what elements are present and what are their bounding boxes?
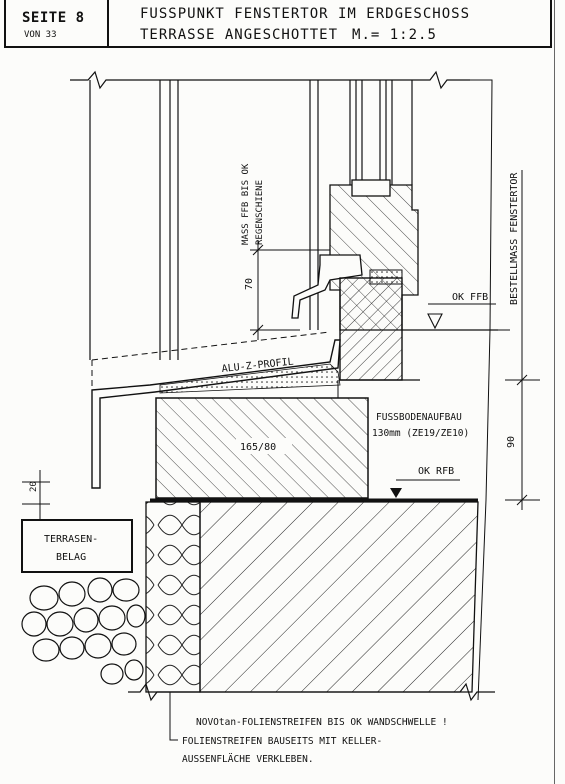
drawing-title: FUSSPUNKT FENSTERTOR IM ERDGESCHOSS	[140, 6, 471, 22]
ok-rfb-marker	[390, 488, 402, 498]
note-leader	[169, 692, 178, 741]
dimension-70-label: 70	[244, 278, 255, 290]
drawing-subtitle-text: TERRASSE ANGESCHOTTET	[140, 27, 339, 43]
dimension-70	[250, 240, 330, 340]
label-fussbodenaufbau: FUSSBODENAUFBAU	[376, 412, 462, 423]
bottom-break-line	[128, 682, 495, 702]
dimension-90-label: 90	[506, 436, 517, 448]
page-number: SEITE 8	[22, 10, 85, 26]
label-ok-rfb: OK RFB	[418, 466, 454, 477]
concrete-slab	[199, 501, 479, 693]
door-leaf	[89, 80, 413, 360]
label-bestellmass: BESTELLMASS FENSTERTOR	[509, 172, 520, 305]
sealant-strip	[159, 363, 341, 394]
top-break-line	[70, 70, 470, 90]
title-block-divider	[107, 0, 109, 48]
ok-ffb-marker	[427, 313, 443, 330]
label-ok-ffb: OK FFB	[452, 292, 488, 303]
glazing-bead	[351, 179, 391, 197]
dimension-20-label: 20	[29, 481, 39, 492]
note-line-3: AUSSENFLÄCHE VERKLEBEN.	[182, 754, 314, 765]
cover-dashed-line	[91, 331, 331, 395]
note-line-1: NOVOtan-FOLIENSTREIFEN BIS OK WANDSCHWEL…	[196, 717, 448, 728]
page-count: VON 33	[24, 30, 57, 40]
perimeter-insulation	[145, 501, 201, 693]
dimension-right	[490, 170, 540, 510]
drawing-subtitle: TERRASSE ANGESCHOTTET M.= 1:2.5	[140, 27, 437, 43]
threshold-strip	[369, 269, 403, 285]
rain-rail	[291, 254, 363, 319]
label-terrasen: TERRASEN-	[44, 534, 98, 545]
page-right-edge	[554, 0, 555, 784]
alu-z-profile	[91, 339, 341, 489]
label-fussbodenaufbau-size: 130mm (ZE19/ZE10)	[372, 428, 469, 439]
sill-beam-label-mask	[236, 438, 292, 454]
label-mass-ffb: MASS FFB BIS OK	[241, 163, 251, 245]
title-block	[4, 0, 552, 48]
note-line-2: FOLIENSTREIFEN BAUSEITS MIT KELLER-	[182, 736, 382, 747]
gravel-fill	[21, 577, 146, 685]
label-regenschiene: REGENSCHIENE	[255, 180, 265, 245]
label-block-size: 165/80	[240, 442, 276, 453]
drawing-scale: M.= 1:2.5	[352, 27, 437, 43]
terrace-paver	[21, 519, 133, 573]
label-belag: BELAG	[56, 552, 86, 563]
threshold-block	[339, 277, 403, 381]
